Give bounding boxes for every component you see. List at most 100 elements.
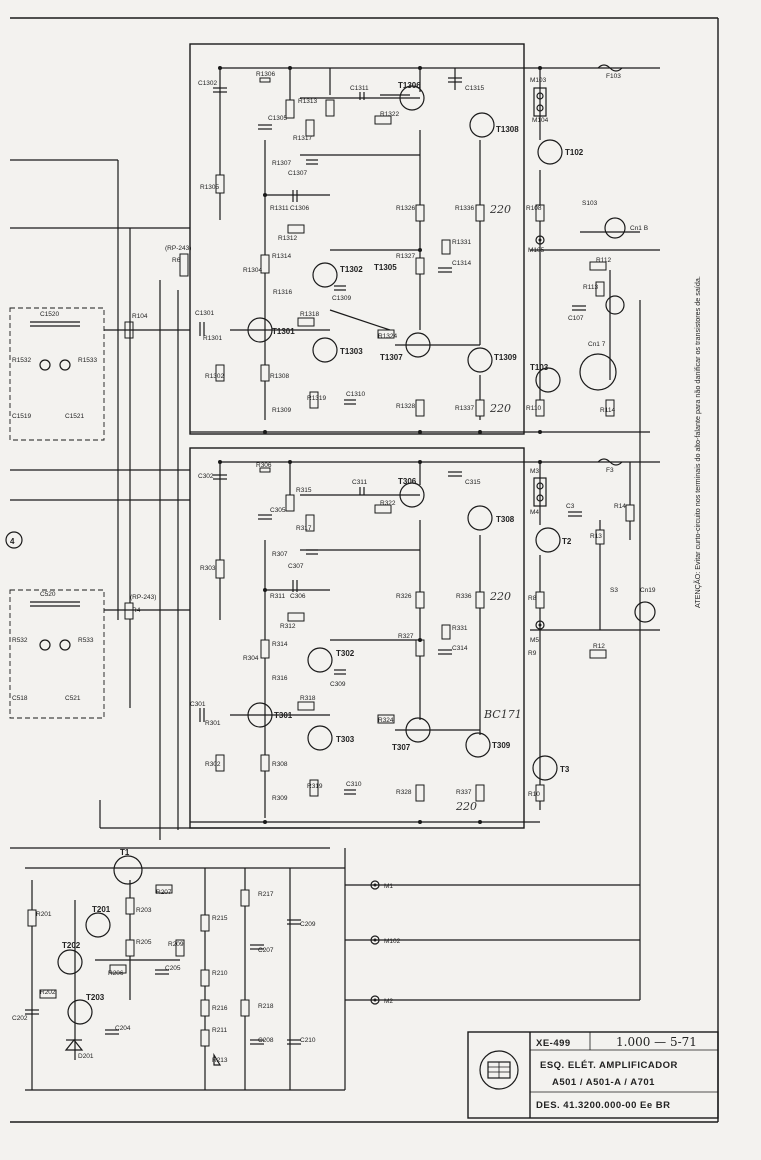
label-t2: T2 xyxy=(562,537,572,546)
label-r303: R303 xyxy=(200,565,216,572)
label-r1312: R1312 xyxy=(278,235,298,242)
label-d201: D201 xyxy=(78,1053,94,1060)
label-m105: M105 xyxy=(528,247,545,254)
label-t307: T307 xyxy=(392,743,411,752)
title-line2: A501 / A501-A / A701 xyxy=(552,1077,655,1088)
label-r202: R202 xyxy=(40,989,56,996)
title-drawing-number: DES. 41.3200.000-00 Ee BR xyxy=(536,1100,671,1111)
label-r314: R314 xyxy=(272,641,288,648)
label-c309: C309 xyxy=(330,681,346,688)
label-r213: R213 xyxy=(212,1057,228,1064)
label-t308: T308 xyxy=(496,515,515,524)
label-r319: R319 xyxy=(307,783,323,790)
label-t1306: T1306 xyxy=(398,81,421,90)
label-c1301: C1301 xyxy=(195,310,215,317)
hand-220-3: 220 xyxy=(489,590,511,603)
label-rp243-bottom: (RP-243) xyxy=(130,594,156,601)
label-r206: R206 xyxy=(108,970,124,977)
label-c3: C3 xyxy=(566,503,575,510)
label-r203: R203 xyxy=(136,907,152,914)
label-c208: C208 xyxy=(258,1037,274,1044)
label-t201: T201 xyxy=(92,905,111,914)
label-t203: T203 xyxy=(86,993,105,1002)
label-r6: R6 xyxy=(172,257,181,264)
label-r311: R311 xyxy=(270,593,285,600)
label-r331: R331 xyxy=(452,625,468,632)
title-code: XE-499 xyxy=(536,1038,571,1049)
label-r1327: R1327 xyxy=(396,253,416,260)
label-c210: C210 xyxy=(300,1037,316,1044)
label-r9: R9 xyxy=(528,650,537,657)
channel-bottom-module: C302 R306 R315 R317 C305 C311 R322 T306 … xyxy=(124,447,660,829)
label-r308: R308 xyxy=(272,761,288,768)
channel-top-module: C1302 R1306 R1313 R1317 C1305 C1311 R132… xyxy=(124,43,660,435)
label-c204: C204 xyxy=(115,1025,131,1032)
label-c207: C207 xyxy=(258,947,274,954)
label-r1319: R1319 xyxy=(307,395,327,402)
label-r301: R301 xyxy=(205,720,221,727)
label-c301: C301 xyxy=(190,701,206,708)
label-r218: R218 xyxy=(258,1003,274,1010)
label-t1307: T1307 xyxy=(380,353,403,362)
label-t3: T3 xyxy=(560,765,570,774)
label-c1310: C1310 xyxy=(346,391,366,398)
label-c1315: C1315 xyxy=(465,85,485,92)
label-r1309: R1309 xyxy=(272,407,292,414)
label-r211: R211 xyxy=(212,1027,227,1034)
label-r315: R315 xyxy=(296,487,312,494)
label-r112: R112 xyxy=(596,257,611,264)
svg-text:C521: C521 xyxy=(65,695,81,702)
label-r1304: R1304 xyxy=(243,267,263,274)
label-c306: C306 xyxy=(290,593,306,600)
label-r12: R12 xyxy=(593,643,605,650)
label-r14: R14 xyxy=(614,503,626,510)
label-r312: R312 xyxy=(280,623,296,630)
label-r326: R326 xyxy=(396,593,412,600)
label-r1318: R1318 xyxy=(300,311,320,318)
label-r207: R207 xyxy=(156,889,172,896)
label-m102: M102 xyxy=(384,938,401,945)
label-t1309: T1309 xyxy=(494,353,517,362)
label-m3: M3 xyxy=(530,468,539,475)
title-revision: 1.000 — 5-71 xyxy=(616,1035,697,1049)
label-rp243-top: (RP-243) xyxy=(165,245,191,252)
label-r307: R307 xyxy=(272,551,288,558)
label-t1301: T1301 xyxy=(272,327,295,336)
label-t301: T301 xyxy=(274,711,293,720)
label-r1337: R1337 xyxy=(455,405,475,412)
label-t309: T309 xyxy=(492,741,511,750)
label-r316: R316 xyxy=(272,675,288,682)
label-r327: R327 xyxy=(398,633,414,640)
label-r318: R318 xyxy=(300,695,316,702)
label-t1302: T1302 xyxy=(340,265,363,274)
label-f3: F3 xyxy=(606,467,614,474)
label-r110: R110 xyxy=(526,405,541,412)
label-r1313: R1313 xyxy=(298,98,318,105)
label-r13: R13 xyxy=(590,533,602,540)
title-block: XE-499 1.000 — 5-71 ESQ. ELÉT. AMPLIFICA… xyxy=(467,1031,719,1119)
label-f103: F103 xyxy=(606,73,621,80)
label-r1306: R1306 xyxy=(256,71,276,78)
label-r209: R209 xyxy=(168,941,184,948)
label-s3: S3 xyxy=(610,587,618,594)
label-m4: M4 xyxy=(530,509,539,516)
svg-text:R1533: R1533 xyxy=(78,357,98,364)
label-r1307: R1307 xyxy=(272,160,292,167)
label-c1311: C1311 xyxy=(350,85,369,92)
label-r216: R216 xyxy=(212,1005,228,1012)
label-t303: T303 xyxy=(336,735,355,744)
label-r108: R108 xyxy=(526,205,542,212)
label-m2: M2 xyxy=(384,998,393,1005)
label-c314: C314 xyxy=(452,645,468,652)
label-r317: R317 xyxy=(296,525,312,532)
label-m103: M103 xyxy=(530,77,547,84)
svg-text:R532: R532 xyxy=(12,637,28,644)
label-r1311: R1311 xyxy=(270,205,289,212)
label-t102: T102 xyxy=(565,148,584,157)
label-c310: C310 xyxy=(346,781,362,788)
label-r205: R205 xyxy=(136,939,152,946)
section-marker: 4 xyxy=(5,531,23,549)
label-c315: C315 xyxy=(465,479,481,486)
label-cn17: Cn1 7 xyxy=(588,341,606,348)
